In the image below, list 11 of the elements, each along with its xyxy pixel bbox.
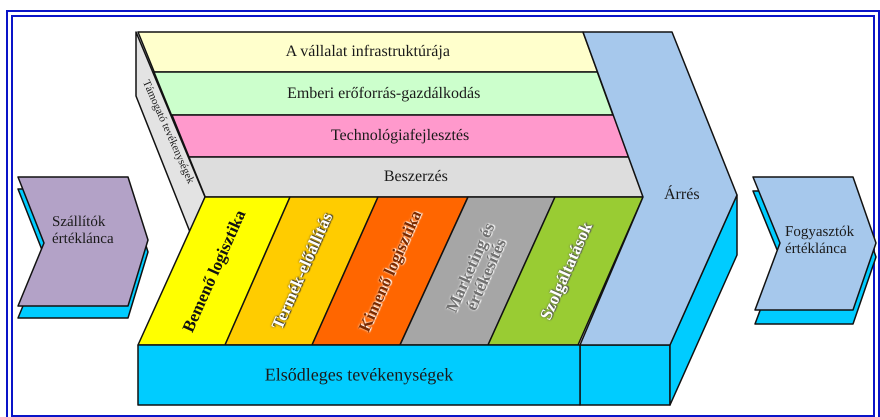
chevron-shape [18,177,148,318]
node-label: Árrés [664,186,701,204]
node-label: Szállítók értéklánca [52,214,115,248]
side-panel [136,32,205,232]
support-band [138,32,598,72]
primary-bar [138,345,580,405]
node-label: Fogyasztók értéklánca [785,224,856,258]
node-label: Elsődleges tevékenységek [264,364,454,386]
node-label: A vállalat infrastruktúrája [284,42,451,62]
chevron-shape [753,177,876,324]
node-label: Emberi erőforrás-gazdálkodás [286,84,482,103]
